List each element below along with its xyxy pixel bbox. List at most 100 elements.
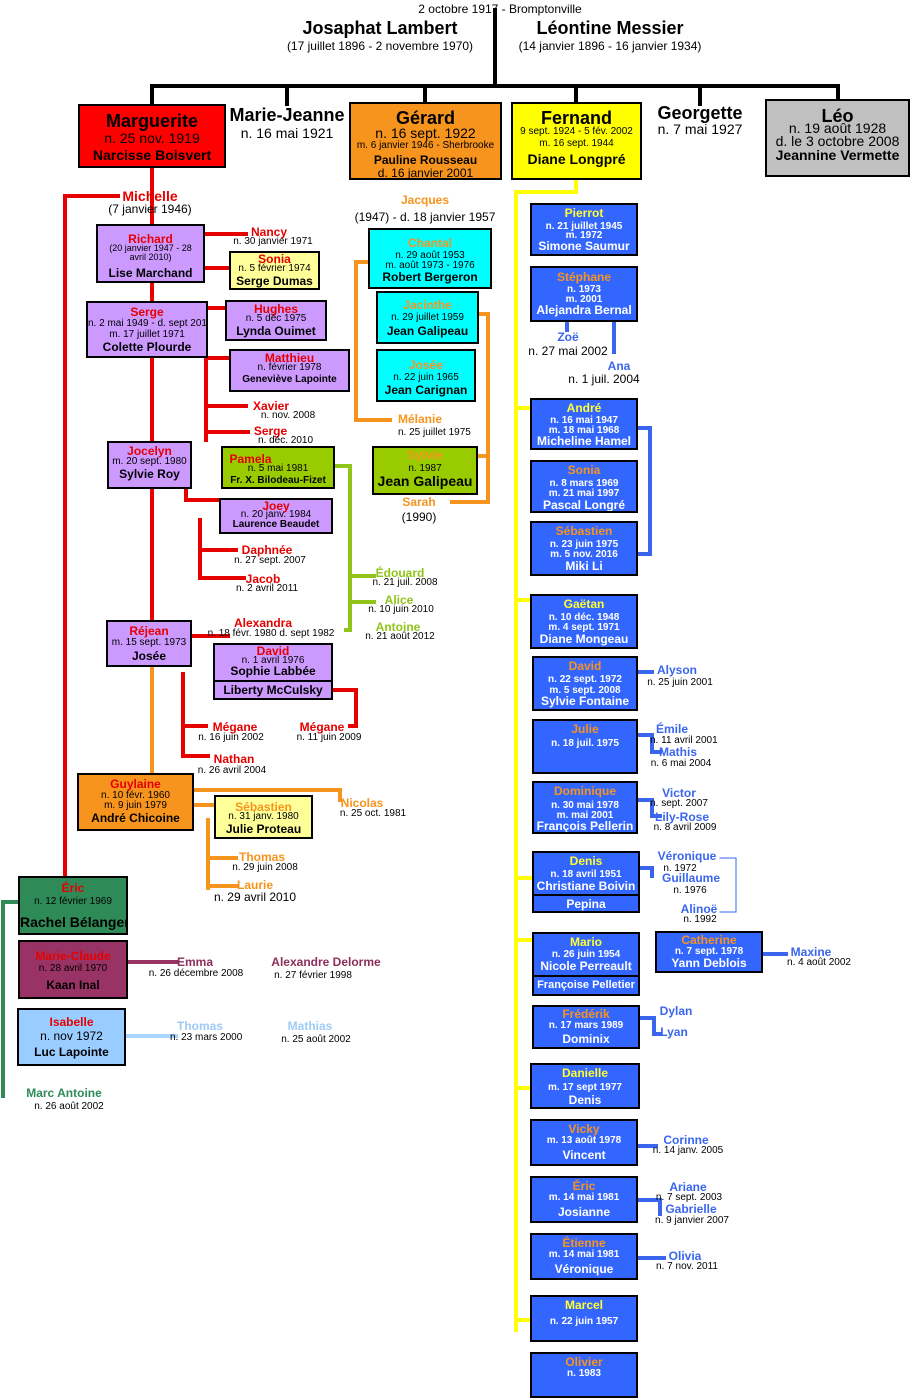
david-date: n. 1 avril 1976 bbox=[241, 655, 305, 666]
megane2-date: n. 11 juin 2009 bbox=[296, 732, 362, 743]
olivia-date: n. 7 nov. 2011 bbox=[656, 1261, 718, 1272]
ana-name: Ana bbox=[607, 359, 631, 373]
wife-dates: (14 janvier 1896 - 16 janvier 1934) bbox=[518, 39, 702, 53]
box-marcel[interactable]: Marcel n. 22 juin 1957 bbox=[530, 1295, 638, 1342]
leo-birth: n. 19 août 1928 bbox=[788, 120, 887, 136]
daphnee-name: Daphnée bbox=[241, 543, 293, 557]
serge-name: Serge bbox=[130, 305, 164, 319]
danielle-spouse: Denis bbox=[568, 1093, 602, 1107]
sylvie-g-spouse: Jean Galipeau bbox=[377, 473, 473, 489]
gaetan-birth: n. 10 déc. 1948 bbox=[548, 612, 620, 623]
nathan-date: n. 26 avril 2004 bbox=[197, 765, 267, 776]
alyson-name: Alyson bbox=[656, 663, 697, 677]
sebastien-f-birth: n. 23 juin 1975 bbox=[549, 539, 619, 550]
matthieu-date: n. février 1978 bbox=[257, 362, 322, 373]
box-josee[interactable]: Josée n. 22 juin 1965 Jean Carignan bbox=[376, 349, 476, 402]
box-isabelle[interactable]: Isabelle n. nov 1972 Luc Lapointe bbox=[17, 1008, 126, 1066]
stephane-birth: n. 1973 bbox=[567, 284, 601, 295]
gabrielle-name: Gabrielle bbox=[665, 1202, 717, 1216]
box-julie[interactable]: Julie n. 18 juil. 1975 bbox=[532, 719, 638, 774]
box-david[interactable]: David n. 1 avril 1976 Sophie Labbée Libe… bbox=[213, 643, 333, 700]
box-danielle[interactable]: Danielle m. 17 sept 1977 Denis bbox=[530, 1063, 640, 1109]
box-gerard[interactable]: Gérard n. 16 sept. 1922 m. 6 janvier 194… bbox=[349, 102, 502, 180]
box-marguerite[interactable]: Marguerite n. 25 nov. 1919 Narcisse Bois… bbox=[78, 104, 226, 168]
box-sonia-f[interactable]: Sonia n. 8 mars 1969 m. 21 mai 1997 Pasc… bbox=[530, 460, 638, 513]
box-guylaine[interactable]: Guylaine n. 10 févr. 1960 m. 9 juin 1979… bbox=[77, 773, 194, 831]
maxine-name: Maxine bbox=[790, 945, 832, 959]
lyan-name: Lyan bbox=[660, 1025, 688, 1039]
catherine-birth: n. 7 sept. 1978 bbox=[674, 946, 744, 957]
pierrot-marriage: m. 1972 bbox=[565, 230, 603, 241]
chantal-name: Chantal bbox=[407, 236, 452, 250]
box-eric-m[interactable]: Éric n. 12 février 1969 Rachel Bélanger bbox=[18, 876, 128, 935]
melanie-date: n. 25 juillet 1975 bbox=[398, 427, 471, 438]
andre-spouse: Micheline Hamel bbox=[536, 434, 632, 448]
box-pierrot[interactable]: Pierrot n. 21 juillet 1945 m. 1972 Simon… bbox=[530, 203, 638, 256]
box-denis[interactable]: Denis n. 18 avril 1951 Christiane Boivin… bbox=[532, 851, 640, 913]
richard-dates: (20 janvier 1947 - 28 avril 2010) bbox=[109, 243, 192, 263]
antoine-name: Antoine bbox=[375, 620, 421, 634]
gerard-marriage: m. 6 janvier 1946 - Sherbrooke bbox=[356, 140, 495, 151]
chantal-marriage: m. août 1973 - 1976 bbox=[385, 260, 475, 271]
sebastien-f-marriage: m. 5 nov. 2016 bbox=[550, 549, 618, 560]
ana-date: n. 1 juil. 2004 bbox=[568, 372, 640, 386]
mario-birth: n. 26 juin 1954 bbox=[551, 949, 621, 960]
box-catherine[interactable]: Catherine n. 7 sept. 1978 Yann Deblois bbox=[655, 931, 763, 973]
dominique-name: Dominique bbox=[554, 784, 616, 798]
box-mario[interactable]: Mario n. 26 juin 1954 Nicole Perreault F… bbox=[532, 932, 640, 996]
alexandre-name: Alexandre Delorme bbox=[271, 955, 381, 969]
vicky-name: Vicky bbox=[568, 1122, 600, 1136]
sarah-date: (1990) bbox=[401, 510, 437, 524]
box-frederik[interactable]: Frédérik n. 17 mars 1989 Dominix bbox=[532, 1005, 640, 1049]
box-jacinthe[interactable]: Jacinthe n. 29 juillet 1959 Jean Galipea… bbox=[376, 291, 479, 344]
box-jocelyn[interactable]: Jocelyn m. 20 sept. 1980 Sylvie Roy bbox=[107, 441, 192, 489]
joey-spouse: Laurence Beaudet bbox=[232, 519, 320, 530]
alexandre-date: n. 27 février 1998 bbox=[274, 970, 352, 981]
danielle-marriage: m. 17 sept 1977 bbox=[548, 1082, 622, 1093]
box-richard[interactable]: Richard (20 janvier 1947 - 28 avril 2010… bbox=[96, 224, 205, 283]
box-joey[interactable]: Joey n. 20 janv. 1984 Laurence Beaudet bbox=[219, 498, 333, 534]
box-sebastien-f[interactable]: Sébastien n. 23 juin 1975 m. 5 nov. 2016… bbox=[530, 521, 638, 576]
box-gaetan[interactable]: Gaëtan n. 10 déc. 1948 m. 4 sept. 1971 D… bbox=[530, 594, 638, 649]
box-david-f[interactable]: David n. 22 sept. 1972 m. 5 sept. 2008 S… bbox=[532, 656, 638, 711]
fernand-name: Fernand bbox=[540, 108, 612, 128]
box-serge[interactable]: Serge n. 2 mai 1949 - d. sept 2015 m. 17… bbox=[86, 301, 208, 358]
hughes-name: Hughes bbox=[253, 302, 298, 316]
catherine-name: Catherine bbox=[681, 933, 737, 947]
box-marieclaude[interactable]: Marie-Claude n. 28 avril 1970 Kaan Inal bbox=[18, 940, 128, 999]
ariane-name: Ariane bbox=[669, 1180, 707, 1194]
box-sebastien-g[interactable]: Sébastien n. 31 janv. 1980 Julie Proteau bbox=[214, 795, 313, 839]
box-dominique[interactable]: Dominique n. 30 mai 1978 m. mai 2001 Fra… bbox=[532, 781, 638, 834]
box-etienne[interactable]: Étienne m. 14 mai 1981 Véronique bbox=[530, 1233, 638, 1280]
box-leo[interactable]: Léo n. 19 août 1928 d. le 3 octobre 2008… bbox=[765, 99, 910, 177]
michelle-name: Michelle bbox=[122, 188, 178, 204]
pamela-date: n. 5 mai 1981 bbox=[247, 463, 309, 474]
box-pamela[interactable]: Pamela n. 5 mai 1981 Fr. X. Bilodeau-Fiz… bbox=[221, 446, 335, 489]
isabelle-spouse: Luc Lapointe bbox=[34, 1045, 109, 1059]
sonia-f-birth: n. 8 mars 1969 bbox=[549, 478, 619, 489]
thomas-date: n. 29 juin 2008 bbox=[232, 862, 298, 873]
box-stephane[interactable]: Stéphane n. 1973 m. 2001 Alejandra Berna… bbox=[530, 266, 638, 322]
sebastien-g-date: n. 31 janv. 1980 bbox=[228, 811, 299, 822]
box-sylvie-g[interactable]: Sylvie n. 1987 Jean Galipeau bbox=[372, 446, 478, 495]
josee-spouse: Jean Carignan bbox=[384, 383, 468, 397]
mario-spouse1: Nicole Perreault bbox=[540, 959, 632, 973]
box-rejean[interactable]: Réjean m. 15 sept. 1973 Josée bbox=[106, 620, 192, 667]
box-chantal[interactable]: Chantal n. 29 août 1953 m. août 1973 - 1… bbox=[368, 228, 492, 289]
box-hughes[interactable]: Hughes n. 5 déc 1975 Lynda Ouimet bbox=[225, 300, 327, 341]
box-matthieu[interactable]: Matthieu n. février 1978 Geneviève Lapoi… bbox=[229, 349, 350, 392]
box-fernand[interactable]: Fernand 9 sept. 1924 - 5 fév. 2002 m. 16… bbox=[511, 102, 642, 180]
andre-birth: n. 16 mai 1947 bbox=[550, 415, 618, 426]
box-olivier[interactable]: Olivier n. 1983 bbox=[530, 1352, 638, 1398]
box-eric-f[interactable]: Éric m. 14 mai 1981 Josianne bbox=[530, 1176, 638, 1223]
emile-date: n. 11 avril 2001 bbox=[650, 735, 718, 746]
etienne-name: Étienne bbox=[562, 1236, 606, 1250]
box-andre[interactable]: André n. 16 mai 1947 m. 18 mai 1968 Mich… bbox=[530, 398, 638, 450]
box-vicky[interactable]: Vicky m. 13 août 1978 Vincent bbox=[530, 1119, 638, 1166]
joey-name: Joey bbox=[262, 499, 290, 513]
david-name: David bbox=[256, 644, 290, 658]
vicky-spouse: Vincent bbox=[562, 1148, 606, 1162]
rejean-name: Réjean bbox=[129, 624, 169, 638]
box-sonia[interactable]: Sonia n. 5 février 1974 Serge Dumas bbox=[229, 251, 320, 290]
eric-f-marriage: m. 14 mai 1981 bbox=[548, 1192, 620, 1203]
